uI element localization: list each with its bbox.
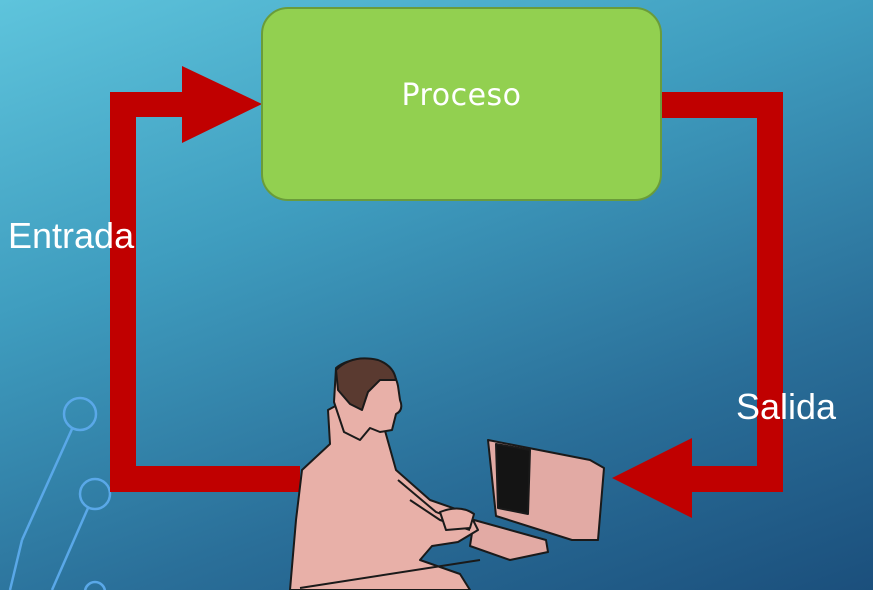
person-at-computer-icon <box>289 357 605 590</box>
circuit-decoration <box>8 396 112 590</box>
output-arrowhead <box>612 438 692 518</box>
process-label: Proceso <box>401 78 522 113</box>
output-label: Salida <box>736 386 837 427</box>
loop-connector <box>110 92 783 492</box>
process-box <box>261 7 662 201</box>
input-label: Entrada <box>8 215 135 256</box>
input-arrowhead <box>182 66 262 143</box>
